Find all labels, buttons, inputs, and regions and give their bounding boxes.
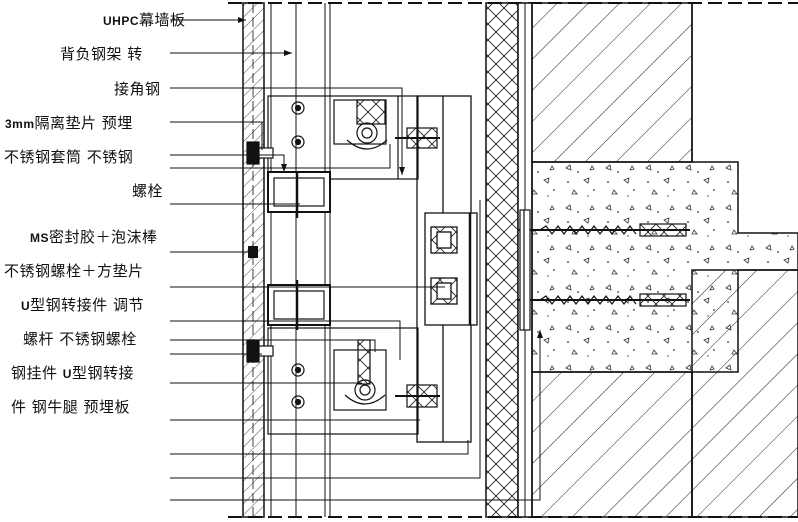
- label-back-frame: 背负钢架 转: [60, 45, 143, 63]
- label-bolt-washer: 不锈钢螺栓＋方垫片: [4, 262, 144, 280]
- anchor-bolts: [518, 209, 690, 331]
- uhpc-panel: [242, 2, 272, 518]
- label-bolt: 螺栓: [132, 182, 164, 200]
- leader-arrows: [238, 17, 543, 338]
- back-steel-frame: [295, 3, 331, 517]
- label-adjust-rod: 螺杆 不锈钢螺栓: [23, 330, 137, 348]
- insulation-layer: [485, 2, 533, 518]
- concrete-slab: [531, 161, 798, 373]
- leader-lines: [170, 19, 541, 501]
- label-uhpc-panel: UHPC幕墙板: [103, 11, 186, 29]
- steel-corbel: [424, 212, 478, 326]
- label-isolation-pad: 3mm隔离垫片 预埋: [5, 114, 133, 132]
- upper-bracket: [246, 95, 440, 218]
- sealant-joint: [248, 246, 258, 258]
- label-sleeve: 不锈钢套筒 不锈钢: [4, 148, 134, 166]
- lower-bracket: [246, 280, 440, 435]
- label-sealant: MS密封胶＋泡沫棒: [30, 228, 158, 246]
- label-steel-hanger: 钢挂件 U型钢转接: [11, 364, 134, 382]
- label-corbel-plate: 件 钢牛腿 预埋板: [11, 398, 131, 416]
- label-angle-steel: 接角钢: [114, 80, 161, 98]
- label-u-connector: U型钢转接件 调节: [21, 296, 144, 314]
